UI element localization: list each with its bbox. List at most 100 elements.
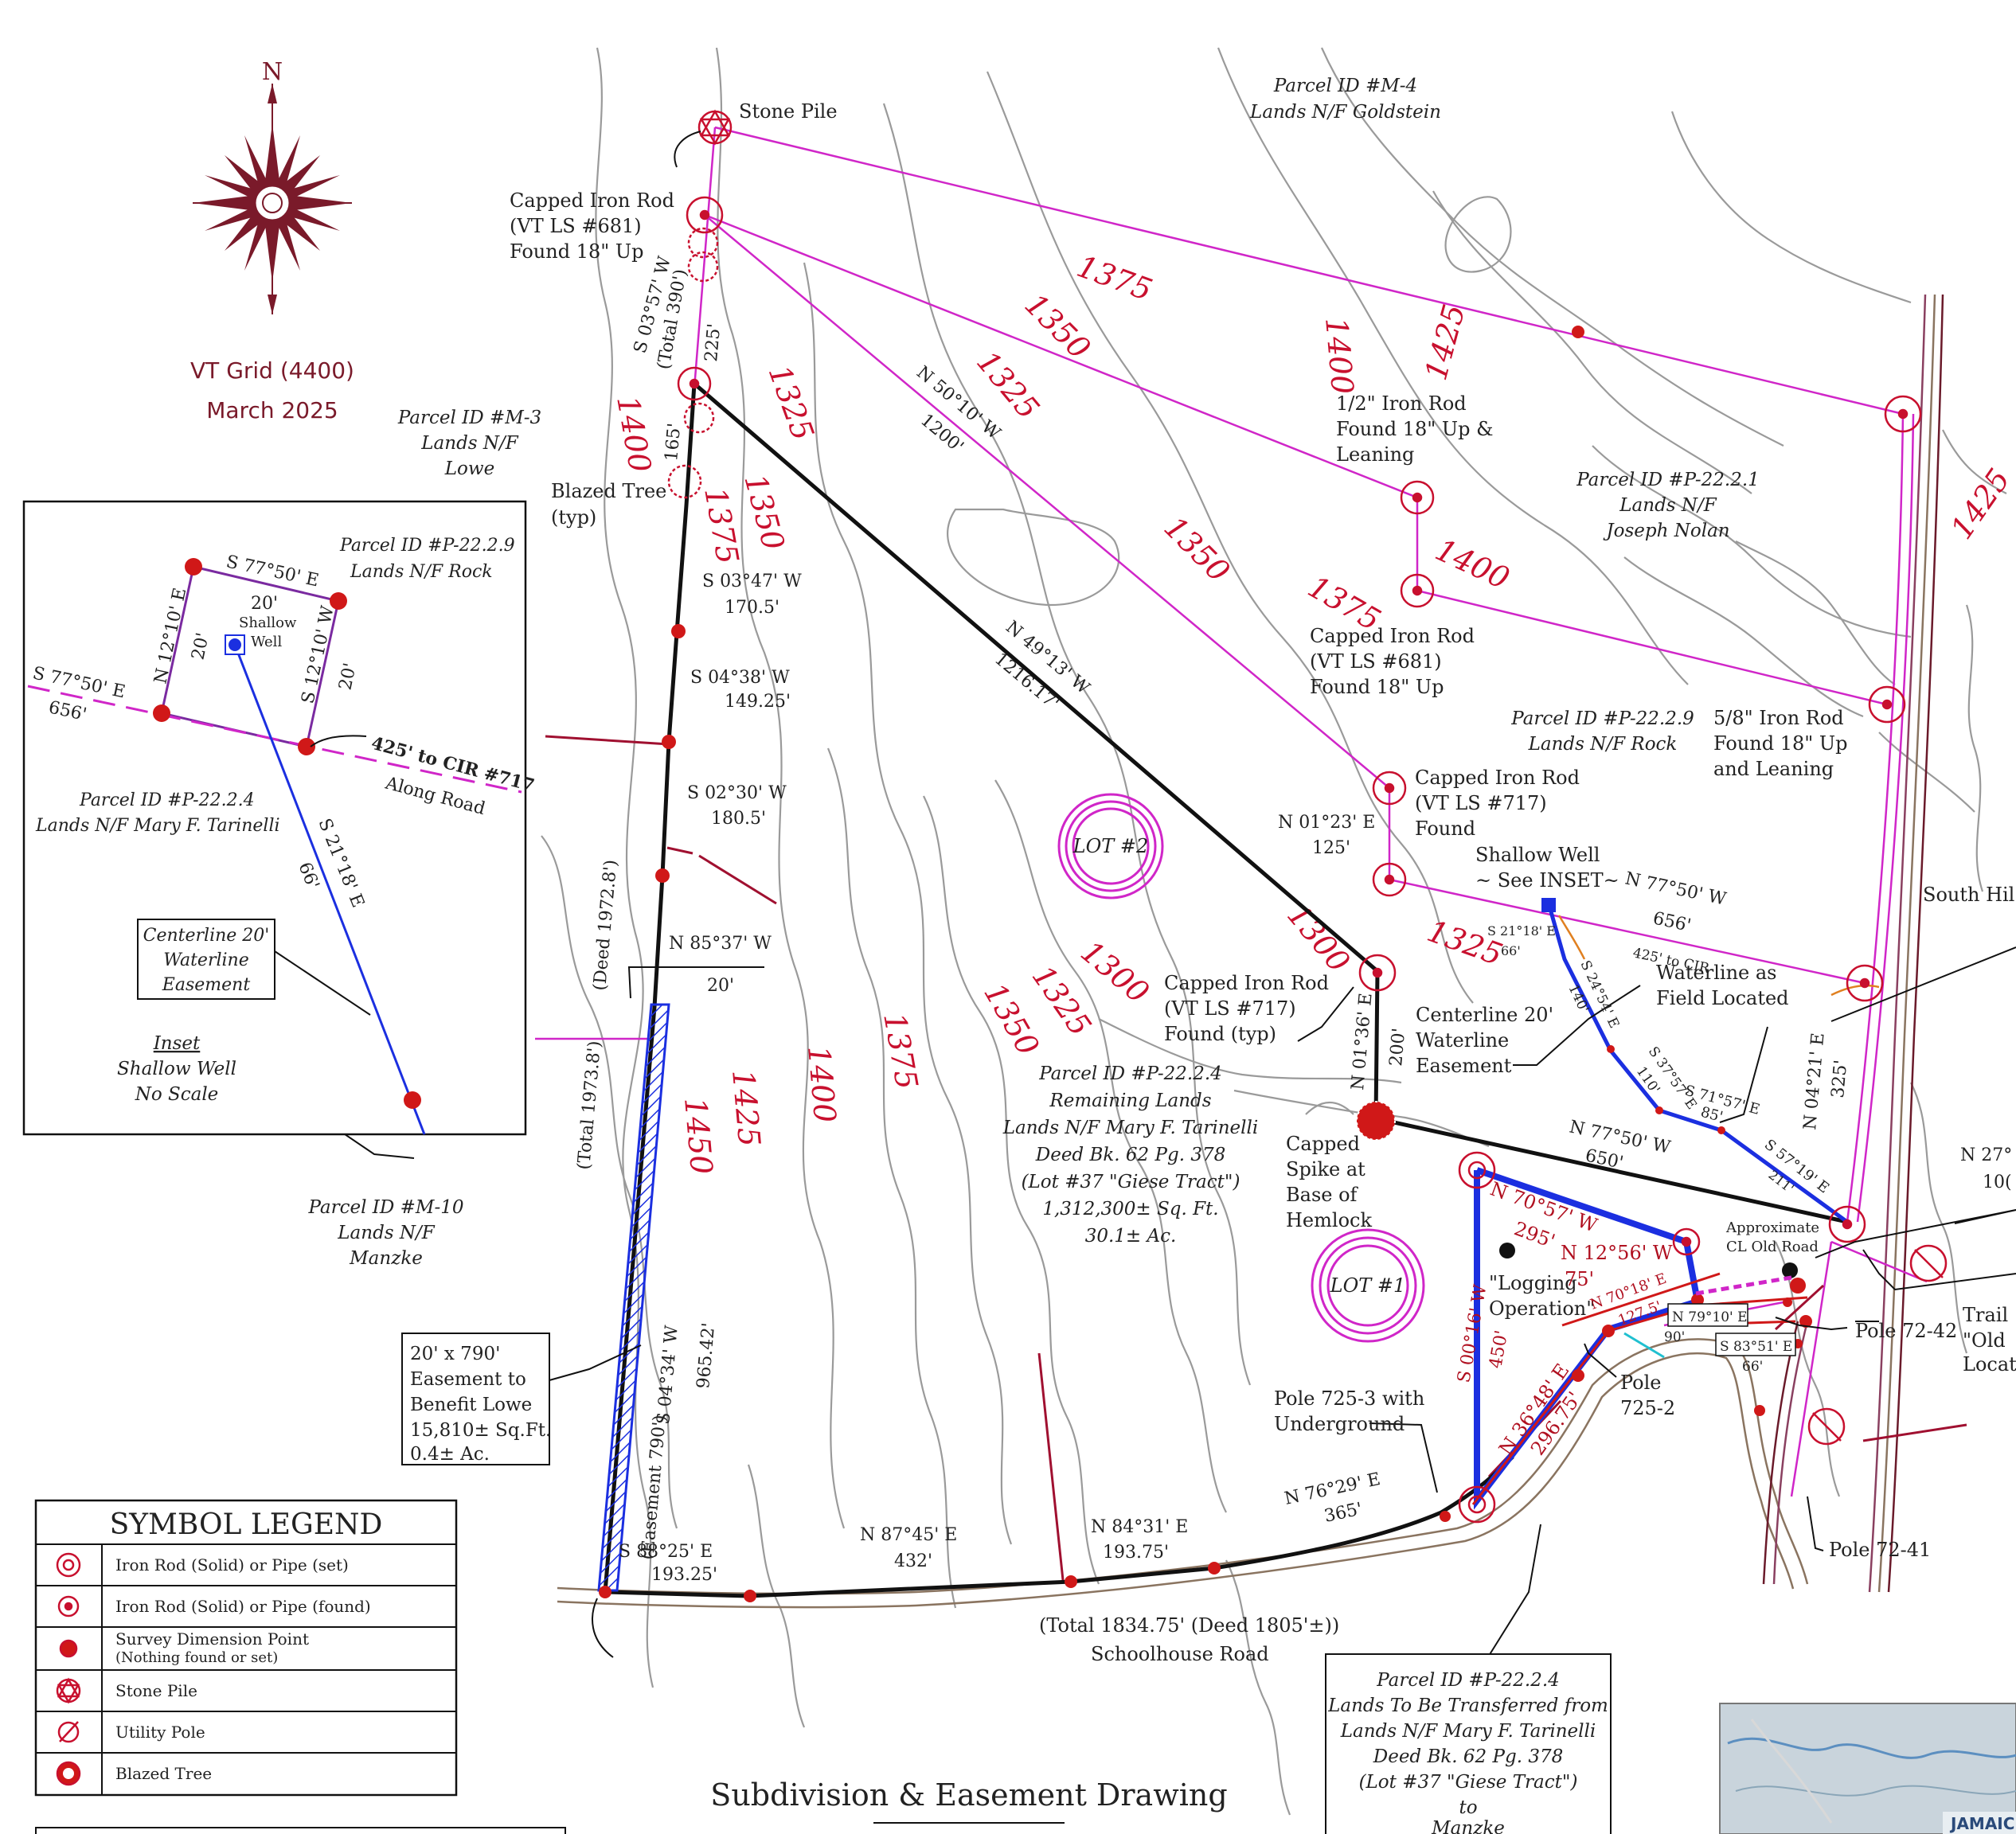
contour-lines [541, 47, 2007, 1816]
svg-text:Well: Well [251, 634, 282, 650]
capped-spike-note: Capped [1286, 1133, 1360, 1155]
svg-text:Deed Bk. 62 Pg. 378: Deed Bk. 62 Pg. 378 [1373, 1746, 1563, 1767]
svg-text:75': 75' [1565, 1268, 1594, 1290]
schoolhouse-road-label: Schoolhouse Road [1091, 1643, 1269, 1665]
survey-points [599, 326, 1812, 1602]
svg-text:Lands To Be Transferred from: Lands To Be Transferred from [1327, 1695, 1608, 1716]
svg-text:Lands N/F Mary F. Tarinelli: Lands N/F Mary F. Tarinelli [1340, 1721, 1596, 1742]
location-map-thumbnail: JAMAIC [1719, 1703, 2016, 1834]
cir-681-b-note: (VT LS #681) [1310, 650, 1442, 673]
svg-text:10(: 10( [1983, 1173, 2012, 1192]
contour-label: 1400 [801, 1044, 842, 1124]
inset-title-labels: Inset Shallow Well No Scale [117, 1033, 236, 1105]
five8-rod-note: Found 18" Up [1713, 732, 1848, 755]
parcel-p2229: Parcel ID #P-22.2.9 [1510, 708, 1694, 729]
svg-text:200': 200' [1386, 1027, 1409, 1067]
contour-label: 1400 [610, 393, 658, 475]
parcel-labels: Parcel ID #M-4 Lands N/F Goldstein Parce… [307, 76, 1759, 1269]
cir-717-b-note: Found (typ) [1164, 1023, 1276, 1045]
parcel-p2229: Lands N/F Rock [1528, 734, 1678, 755]
svg-text:Lands N/F Mary F. Tarinelli: Lands N/F Mary F. Tarinelli [35, 816, 280, 836]
trail-note: "Old [1963, 1329, 2006, 1352]
lowe-easement-strip [597, 1003, 670, 1592]
svg-text:Manzke: Manzke [1431, 1818, 1505, 1834]
transfer-labels: Parcel ID #P-22.2.4 Lands To Be Transfer… [1327, 1670, 1608, 1834]
svg-text:CL Old Road: CL Old Road [1726, 1239, 1819, 1255]
transfer-box [1325, 1653, 1612, 1834]
parcel-remaining: Parcel ID #P-22.2.4 [1038, 1063, 1222, 1084]
compass-north: N [262, 58, 283, 86]
old-road-dash [1695, 1275, 1792, 1296]
capped-spike-marker [1356, 1101, 1396, 1141]
svg-text:66': 66' [1742, 1359, 1763, 1375]
svg-text:66': 66' [1501, 943, 1521, 958]
svg-text:Benefit Lowe: Benefit Lowe [410, 1395, 532, 1415]
cir-717-b-note: (VT LS #717) [1164, 997, 1296, 1020]
svg-text:to: to [1459, 1797, 1477, 1818]
iron-rod-set-icon [56, 1552, 81, 1578]
svg-text:0.4± Ac.: 0.4± Ac. [410, 1444, 490, 1465]
five8-rod-note: and Leaning [1713, 758, 1834, 780]
drawing-title: Subdivision & Easement Drawing [710, 1777, 1227, 1813]
svg-text:127.5': 127.5' [1616, 1298, 1664, 1329]
contour-label: 1400 [1319, 316, 1360, 396]
svg-text:656': 656' [1651, 908, 1693, 935]
parcel-boundaries [535, 126, 1928, 1497]
svg-text:Stone Pile: Stone Pile [115, 1681, 197, 1700]
old-road-bearings: N 79°10' E 90' S 83°51' E 66' [1664, 1303, 1796, 1375]
legend-grid [36, 1543, 456, 1795]
svg-text:15,810± Sq.Ft.: 15,810± Sq.Ft. [410, 1420, 551, 1441]
parcel-m3: Parcel ID #M-3 [397, 408, 541, 428]
centerline-note: Centerline 20' [1416, 1004, 1553, 1026]
shallow-well-note: ~ See INSET~ [1475, 869, 1619, 892]
svg-text:S 88°25' E: S 88°25' E [619, 1542, 713, 1562]
contour-label: 1375 [1072, 248, 1157, 307]
svg-text:N 12°56' W: N 12°56' W [1561, 1242, 1673, 1264]
parcel-m10: Parcel ID #M-10 [307, 1197, 463, 1218]
svg-text:90': 90' [1664, 1329, 1685, 1345]
svg-text:432': 432' [894, 1551, 932, 1571]
blazed-tree-icon [56, 1761, 81, 1786]
cir-717-b-note: Capped Iron Rod [1164, 972, 1329, 994]
svg-text:Iron Rod (Solid) or Pipe (set): Iron Rod (Solid) or Pipe (set) [115, 1555, 349, 1575]
schoolhouse-road [557, 1338, 1809, 1609]
parcel-p2221: Lands N/F [1619, 495, 1717, 516]
parcel-m10: Manzke [349, 1248, 423, 1269]
svg-text:(Total 1973.8'): (Total 1973.8') [574, 1040, 605, 1171]
logging-note: "Logging [1489, 1272, 1577, 1294]
svg-text:(Lot #37 "Giese Tract"): (Lot #37 "Giese Tract") [1359, 1772, 1578, 1793]
parcel-remaining: 1,312,300± Sq. Ft. [1042, 1199, 1218, 1219]
date-label: March 2025 [206, 397, 338, 423]
svg-text:193.75': 193.75' [1103, 1543, 1169, 1563]
map-notes: Stone Pile Capped Iron Rod (VT LS #681) … [510, 100, 2016, 1665]
contour-label: 1350 [737, 470, 791, 554]
stone-pile-note: Stone Pile [739, 100, 838, 123]
iron-rods-found [677, 196, 1922, 1256]
cir-681-note: Capped Iron Rod [510, 189, 674, 212]
blazed-trees [667, 227, 719, 499]
svg-text:650': 650' [1584, 1145, 1625, 1173]
svg-text:365': 365' [1323, 1499, 1364, 1526]
blazed-tree-note: Blazed Tree [551, 480, 666, 502]
parcel-m3: Lands N/F [420, 433, 519, 454]
iron-rod-found-icon [57, 1595, 80, 1617]
svg-text:180.5': 180.5' [711, 809, 766, 829]
cir-681-b-note: Capped Iron Rod [1310, 625, 1475, 647]
capped-spike-note: Base of [1286, 1184, 1359, 1206]
svg-text:225': 225' [701, 322, 725, 362]
svg-text:Shallow: Shallow [239, 615, 297, 631]
logging-point [1499, 1243, 1515, 1258]
svg-text:Parcel ID #P-22.2.4: Parcel ID #P-22.2.4 [1376, 1670, 1560, 1691]
contour-label: 1325 [1423, 913, 1507, 972]
lot1-ring [1311, 1228, 1425, 1343]
old-road-point [1782, 1262, 1798, 1278]
svg-text:S 03°47' W: S 03°47' W [702, 572, 802, 591]
svg-text:Easement: Easement [162, 975, 251, 995]
contour-label: 1450 [678, 1096, 719, 1176]
contour-label: 1425 [725, 1068, 767, 1148]
parcel-remaining: Remaining Lands [1049, 1091, 1211, 1111]
pole-7242-note: Pole 72-42 [1855, 1320, 1957, 1342]
svg-text:Survey Dimension Point: Survey Dimension Point [115, 1629, 309, 1649]
svg-text:S 04°38' W: S 04°38' W [690, 668, 790, 688]
